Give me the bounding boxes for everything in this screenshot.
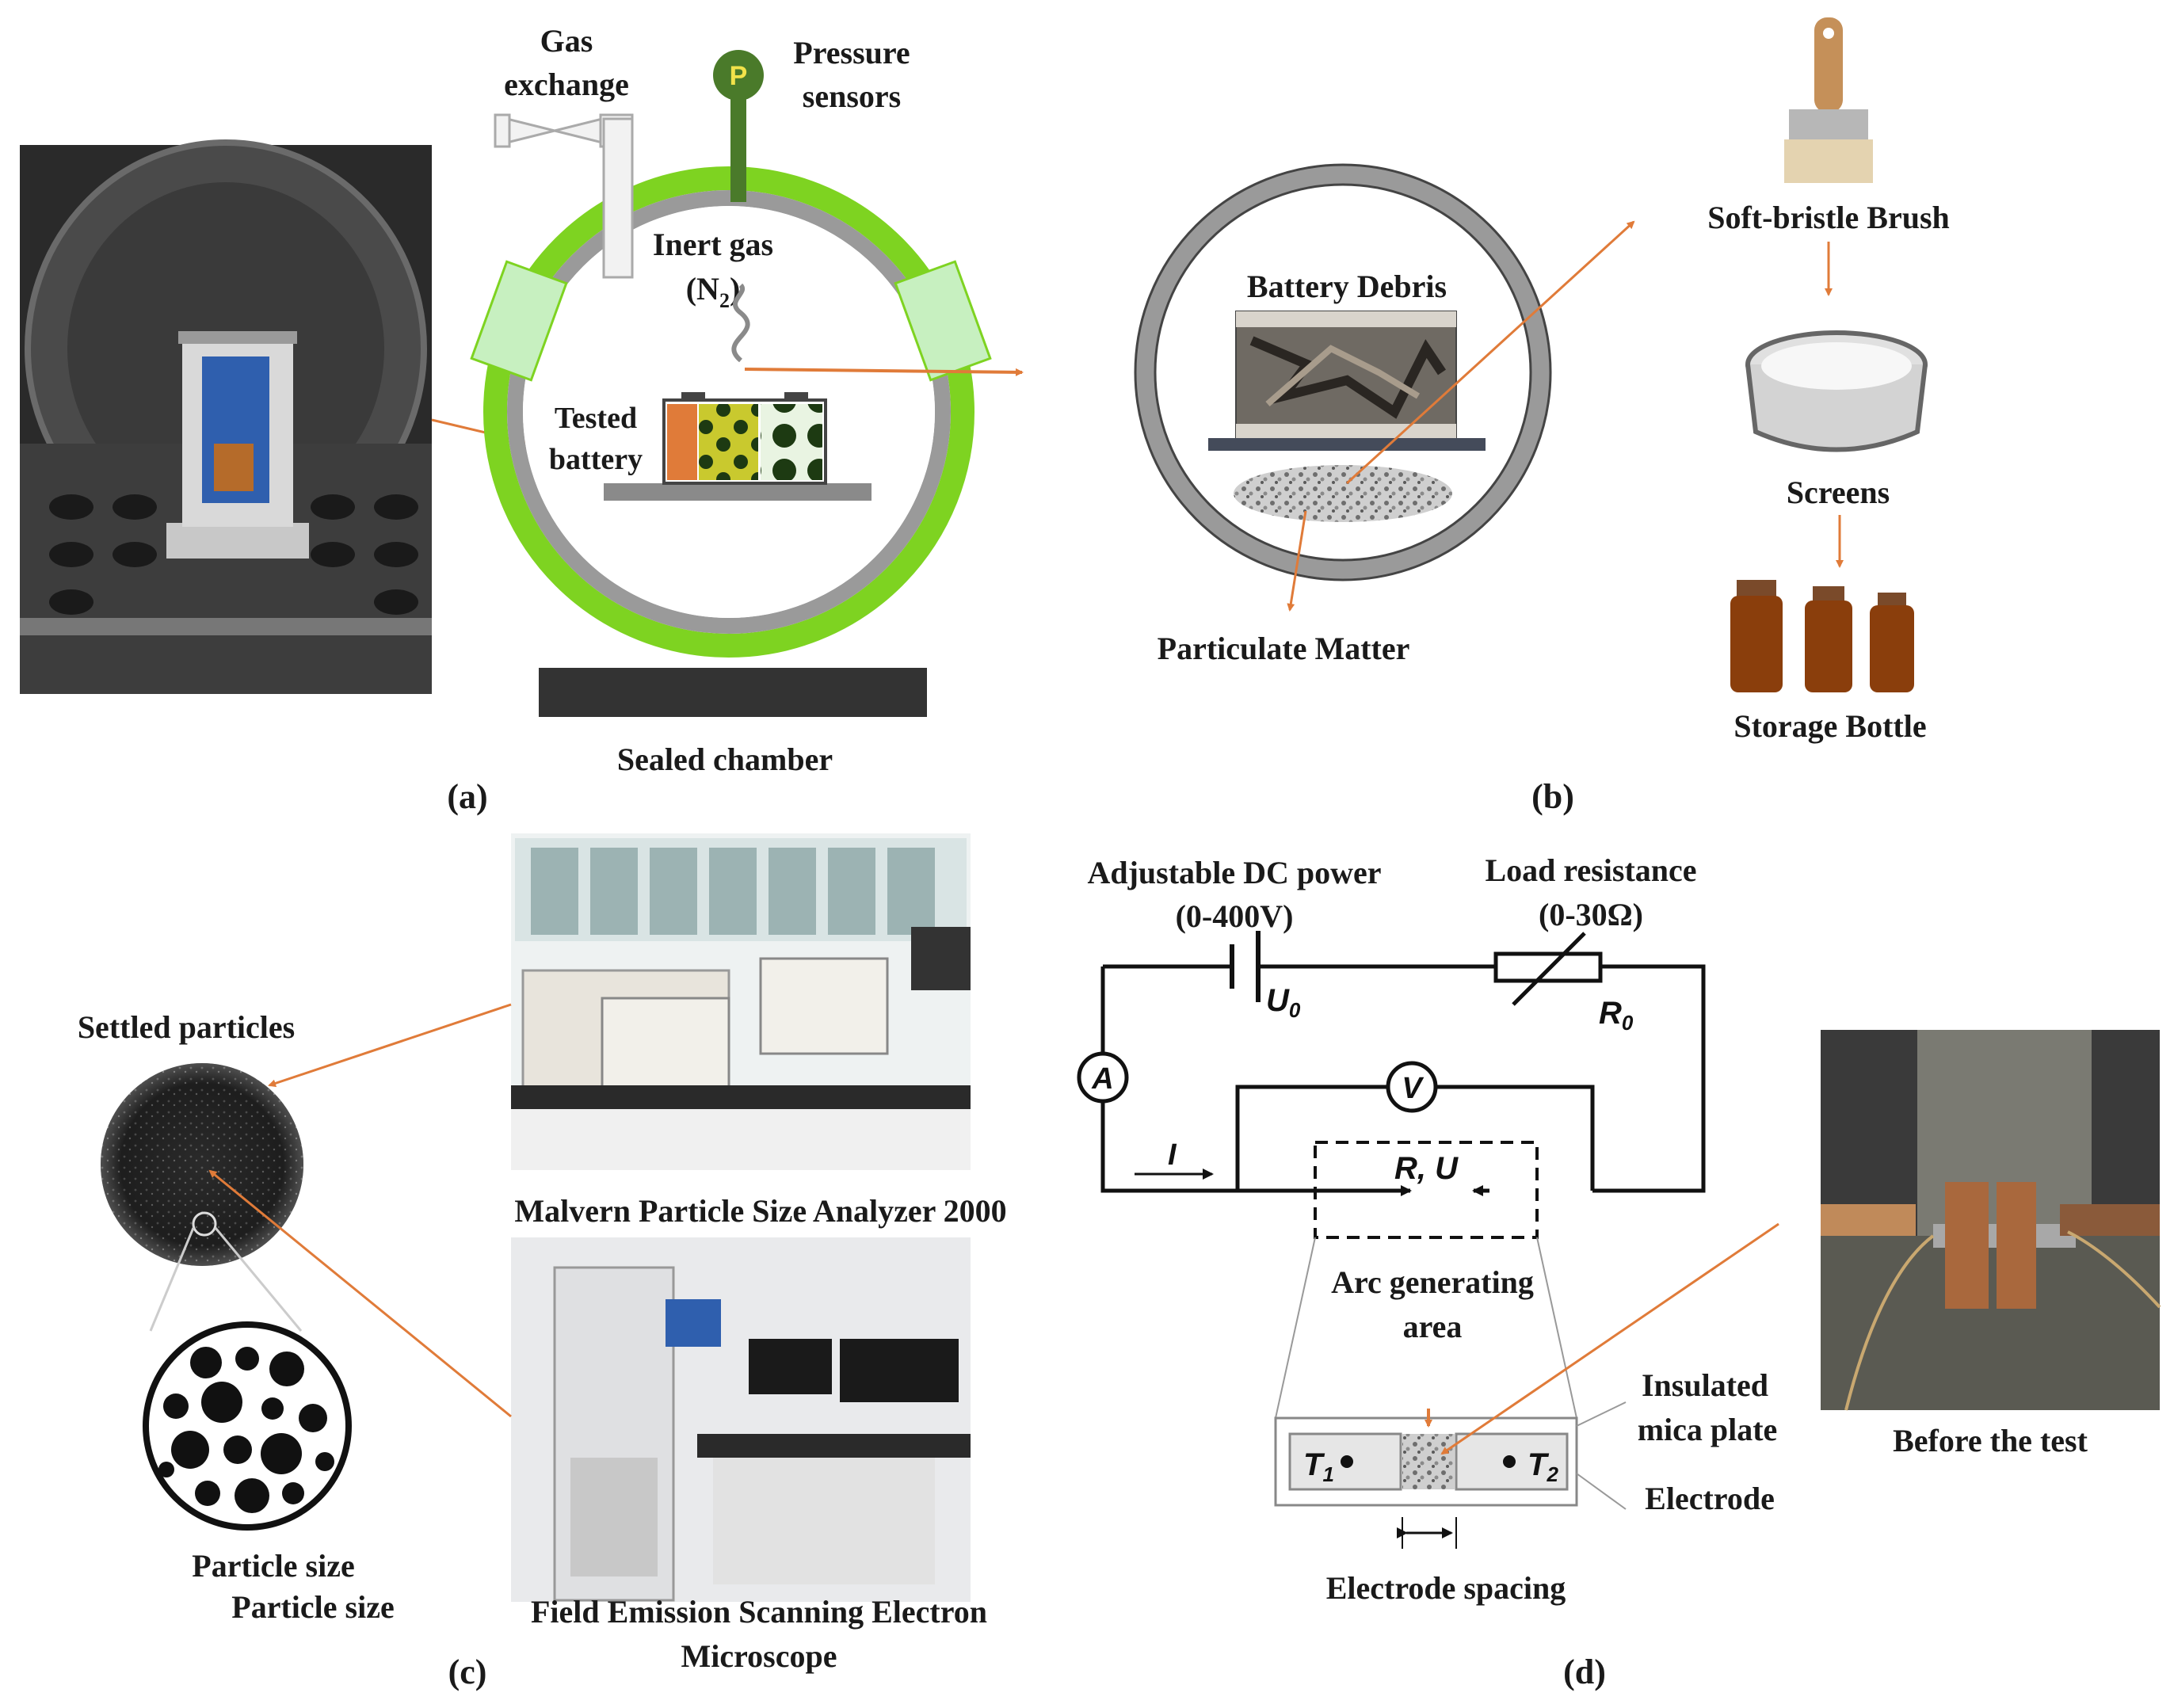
- arc-area-box: [1314, 1141, 1539, 1239]
- label-r0: R0: [1599, 996, 1634, 1035]
- label-ru: R, U: [1394, 1151, 1459, 1186]
- ammeter-icon: [1077, 1051, 1129, 1104]
- battery-debris-photo: [1208, 311, 1486, 451]
- label-current: I: [1168, 1138, 1177, 1172]
- label-storage-bottle: Storage Bottle: [1733, 708, 1926, 744]
- label-insulated: Insulated: [1642, 1367, 1768, 1403]
- label-gas: Gas: [540, 23, 593, 59]
- fesem-to-particles-arrow: [208, 1169, 512, 1418]
- label-particulate-matter: Particulate Matter: [1158, 631, 1410, 666]
- label-exchange: exchange: [504, 67, 629, 102]
- panel-d: Adjustable DC power (0-400V) Load resist…: [1077, 852, 2161, 1691]
- label-battery: battery: [549, 443, 643, 476]
- sieve-icon: [1745, 330, 1928, 452]
- variable-resistor-icon: [1493, 932, 1603, 1006]
- label-arc-generating: Arc generating: [1331, 1264, 1534, 1300]
- label-screens: Screens: [1787, 475, 1890, 510]
- panel-label-a: (a): [447, 777, 487, 816]
- malvern-photo: [511, 833, 971, 1170]
- particulate-matter-pile: [1234, 465, 1452, 522]
- before-test-photo: [1821, 1030, 2161, 1411]
- label-dc-power: Adjustable DC power: [1087, 855, 1381, 890]
- storage-bottles-icon: [1730, 580, 1914, 692]
- label-sealed-chamber: Sealed chamber: [617, 742, 833, 777]
- label-pressure: Pressure: [793, 35, 910, 71]
- panel-c: Settled particles Particle size Particle…: [78, 833, 1007, 1691]
- label-soft-bristle-brush: Soft-bristle Brush: [1707, 200, 1950, 235]
- panel-a: Gas exchange P Pressure sensors Inert ga…: [20, 23, 1024, 816]
- brush-icon: [1784, 17, 1873, 183]
- label-u0: U0: [1266, 983, 1301, 1022]
- malvern-to-particles-arrow: [268, 1003, 512, 1088]
- panel-label-c: (c): [448, 1653, 487, 1691]
- particles-to-brush-arrow: [1345, 220, 1635, 485]
- label-arc-area: area: [1403, 1309, 1463, 1344]
- voltmeter-label: V: [1402, 1072, 1424, 1105]
- label-load-range: (0-30Ω): [1539, 897, 1643, 932]
- dc-battery-icon: [1230, 931, 1261, 1002]
- label-before-test: Before the test: [1893, 1423, 2088, 1458]
- pressure-sensor: [713, 50, 764, 202]
- pressure-p-icon: P: [730, 61, 748, 91]
- ammeter-label: A: [1091, 1062, 1113, 1096]
- label-battery-debris: Battery Debris: [1247, 269, 1447, 304]
- panel-label-d: (d): [1563, 1653, 1606, 1691]
- fesem-photo: [511, 1237, 971, 1602]
- tested-battery: [604, 283, 872, 501]
- label-tested: Tested: [555, 402, 637, 435]
- chamber-to-b-arrow: [744, 368, 1024, 376]
- label-inert-gas: Inert gas: [653, 227, 773, 262]
- label-sensors: sensors: [803, 78, 901, 114]
- label-t1: T1: [1303, 1447, 1334, 1486]
- label-fesem-2: Microscope: [681, 1638, 837, 1674]
- label-t2: T2: [1528, 1447, 1558, 1486]
- label-n2: (N2): [686, 271, 741, 312]
- panel-label-b: (b): [1531, 777, 1574, 816]
- particles-label-arrow: [1287, 510, 1307, 612]
- voltmeter-icon: [1386, 1061, 1438, 1113]
- panel-b: Battery Debris Particulate Matter Soft-b…: [1134, 17, 1950, 816]
- electrode-plate: [1274, 1416, 1578, 1507]
- particle-size-zoom: [143, 1321, 352, 1531]
- label-fesem-1: Field Emission Scanning Electron: [531, 1594, 987, 1630]
- label-particle-size-1: Particle size: [192, 1548, 354, 1584]
- label-settled-particles: Settled particles: [78, 1009, 295, 1045]
- gas-exchange-valve: [494, 113, 634, 279]
- label-load-resistance: Load resistance: [1485, 852, 1696, 888]
- label-mica-plate: mica plate: [1638, 1412, 1778, 1447]
- label-dc-range: (0-400V): [1176, 898, 1294, 934]
- chamber-photo: [20, 139, 432, 694]
- label-electrode-spacing: Electrode spacing: [1326, 1570, 1566, 1606]
- label-particle-size-2: Particle size: [231, 1589, 394, 1625]
- photo-to-gap-arrow: [1440, 1222, 1779, 1455]
- label-electrode: Electrode: [1645, 1481, 1775, 1516]
- label-malvern: Malvern Particle Size Analyzer 2000: [514, 1193, 1006, 1229]
